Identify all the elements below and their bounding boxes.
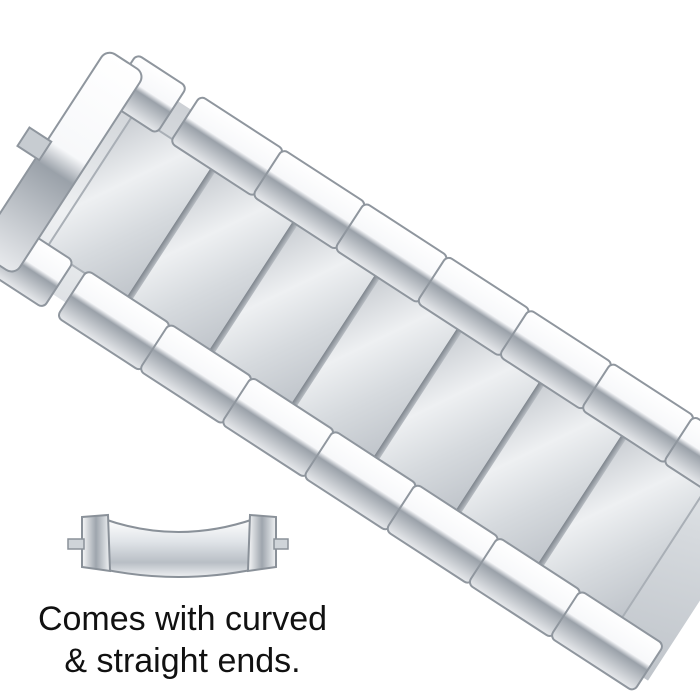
curved-end-piece-image xyxy=(67,513,289,578)
caption-line-2: & straight ends. xyxy=(64,642,301,680)
product-caption: Comes with curved & straight ends. xyxy=(0,598,365,682)
caption-line-1: Comes with curved xyxy=(37,600,328,638)
